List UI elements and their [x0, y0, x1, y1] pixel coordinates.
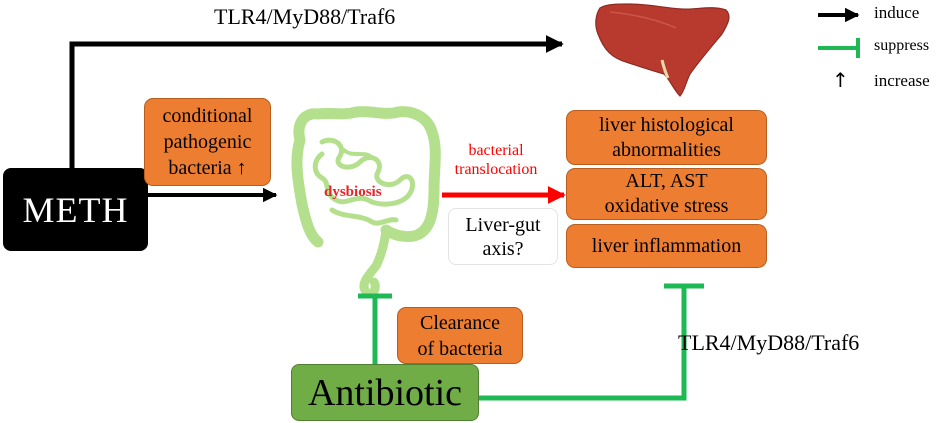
clearance-line-2: of bacteria [417, 337, 503, 360]
top-pathway-label: TLR4/MyD88/Traf6 [214, 4, 396, 29]
legend-induce-label: induce [874, 3, 920, 22]
bottom-pathway-label: TLR4/MyD88/Traf6 [678, 330, 860, 355]
legend-suppress-label: suppress [874, 37, 930, 54]
axis-line-1: Liver-gut [465, 213, 541, 236]
translocation-line-1: bacterial [468, 142, 524, 159]
liver-gut-axis-box: Liver-gut axis? [448, 208, 558, 265]
intestine-icon [291, 106, 441, 299]
pathogenic-line-2: pathogenic [163, 131, 252, 153]
pathogenic-line-1: conditional [162, 105, 253, 127]
alt-line-1: ALT, AST [625, 170, 708, 192]
suppress-liver-connector [479, 283, 704, 401]
liver-inflammation-box: liver inflammation [566, 224, 767, 268]
translocation-line-2: translocation [454, 161, 538, 178]
legend-increase-arrow-icon: ↑ [832, 68, 849, 92]
antibiotic-box: Antibiotic [291, 364, 479, 421]
suppress-gut-connector [358, 293, 392, 364]
histological-abnormalities-box: liver histological abnormalities [566, 110, 767, 165]
legend-suppress-symbol [818, 38, 860, 58]
alt-line-2: oxidative stress [604, 195, 729, 217]
meth-box: METH [3, 168, 148, 251]
pathogenic-bacteria-box: conditional pathogenic bacteria ↑ [144, 98, 271, 186]
dysbiosis-label: dysbiosis [324, 184, 382, 200]
clearance-line-1: Clearance [420, 311, 500, 334]
liver-icon [595, 3, 730, 97]
pathogenic-line-3: bacteria ↑ [168, 157, 247, 179]
legend-increase-label: increase [874, 71, 930, 90]
arrow-meth-to-liver [69, 35, 564, 168]
clearance-of-bacteria-box: Clearance of bacteria [397, 307, 523, 364]
bacterial-translocation-label: bacterial translocation [451, 141, 541, 179]
histo-line-2: abnormalities [612, 138, 721, 161]
alt-ast-oxidative-stress-box: ALT, AST oxidative stress [566, 168, 767, 220]
histo-line-1: liver histological [599, 113, 734, 136]
axis-line-2: axis? [482, 237, 524, 260]
